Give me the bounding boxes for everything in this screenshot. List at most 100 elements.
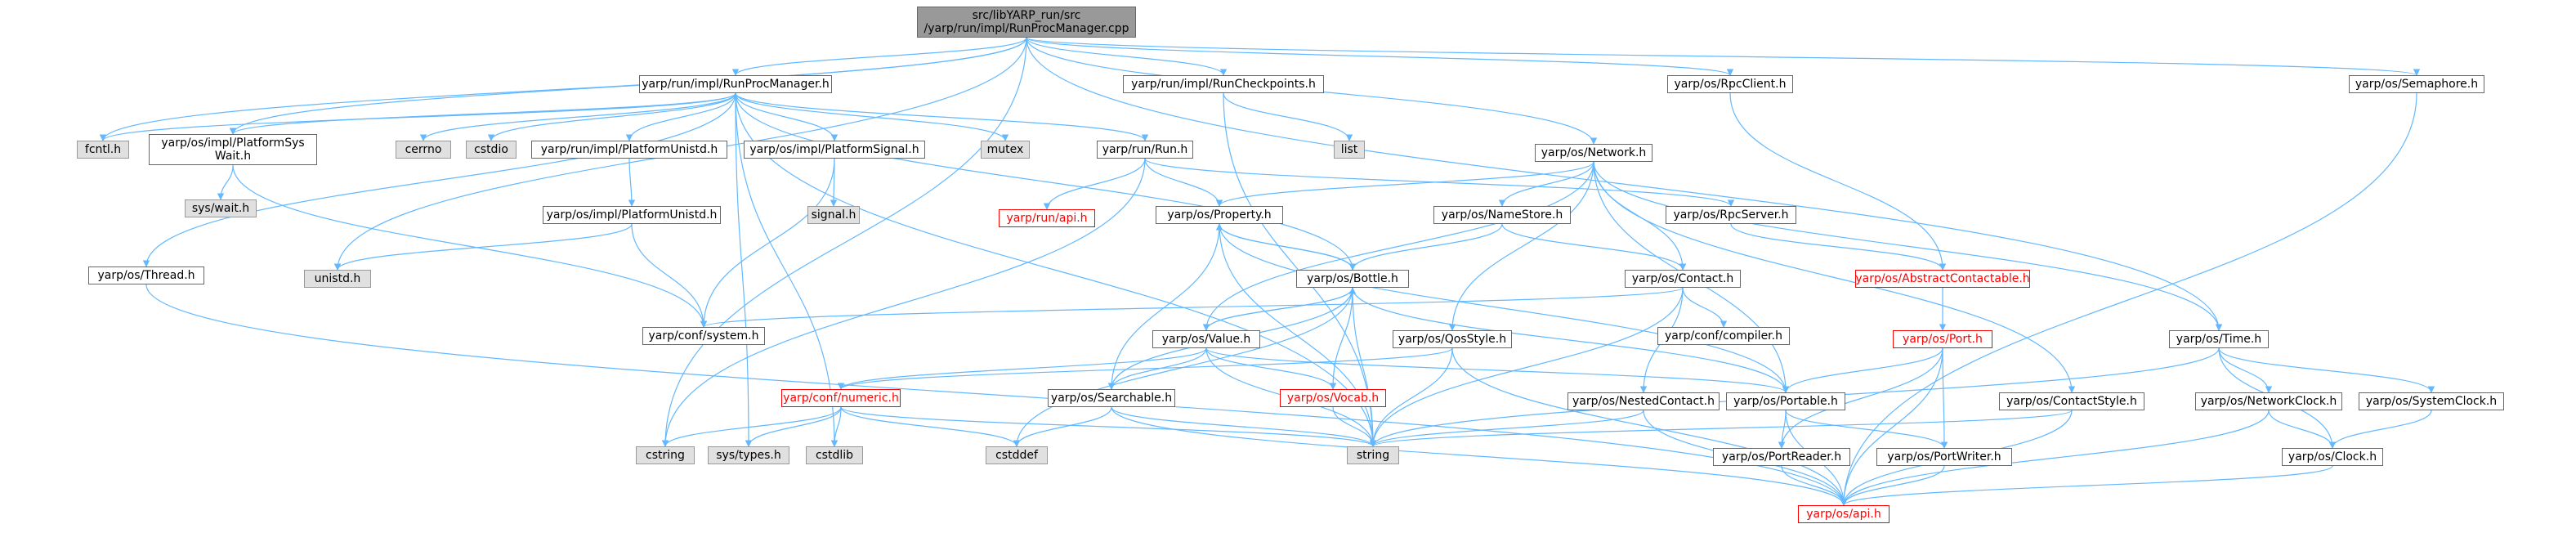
edge-searchable-to-string [1111, 406, 1377, 447]
node-sys-wait-h[interactable]: sys/wait.h [185, 199, 257, 217]
edge-port-to-portreader [1778, 347, 1943, 449]
node-run-api-h[interactable]: yarp/run/api.h [999, 209, 1095, 227]
node-os-qosstyle-h[interactable]: yarp/os/QosStyle.h [1393, 330, 1512, 348]
node-os-value-h[interactable]: yarp/os/Value.h [1152, 330, 1260, 348]
edge-platformsignal-to-system [700, 158, 835, 328]
node-os-vocab-h[interactable]: yarp/os/Vocab.h [1280, 389, 1386, 407]
edge-namestore-to-bottle [1348, 223, 1503, 271]
node-conf-system-h[interactable]: yarp/conf/system.h [642, 327, 765, 345]
node-os-contactstyle-h[interactable]: yarp/os/ContactStyle.h [1999, 392, 2144, 410]
edge-root-to-fcntl [99, 37, 1027, 141]
node-os-nestedcontact-h[interactable]: yarp/os/NestedContact.h [1568, 392, 1720, 410]
node-runprocmanager-cpp[interactable]: src/libYARP_run/src/yarp/run/impl/RunPro… [917, 7, 1136, 38]
node-unistd-h[interactable]: unistd.h [304, 270, 371, 288]
edge-numeric-to-cstddef [840, 406, 1021, 447]
node-os-thread-h[interactable]: yarp/os/Thread.h [88, 266, 204, 284]
edge-contactstyle-to-string [1370, 410, 2073, 447]
node-string[interactable]: string [1347, 446, 1399, 464]
node-os-systemclock-h[interactable]: yarp/os/SystemClock.h [2359, 392, 2504, 410]
edge-time-to-networkclock [2218, 347, 2273, 393]
node-os-clock-h[interactable]: yarp/os/Clock.h [2282, 448, 2383, 466]
node-os-searchable-h[interactable]: yarp/os/Searchable.h [1048, 389, 1175, 407]
edge-contact-to-compiler [1682, 287, 1728, 328]
node-conf-numeric-h[interactable]: yarp/conf/numeric.h [781, 389, 901, 407]
node-os-property-h[interactable]: yarp/os/Property.h [1156, 206, 1283, 224]
edge-platformsyswait-to-syswait [217, 164, 234, 200]
edge-root-to-rpcclient [1026, 37, 1733, 76]
edge-semaphore-to-api [1840, 92, 2417, 506]
edge-platformunistd_os-to-unistd [333, 223, 633, 271]
edge-bottle-to-property [1215, 223, 1353, 271]
edge-numeric-to-systypes [745, 406, 842, 447]
node-os-rpcclient-h[interactable]: yarp/os/RpcClient.h [1667, 75, 1793, 93]
node-sys-types-h[interactable]: sys/types.h [708, 446, 789, 464]
edge-runprocmanager-to-platformunistd_run [625, 92, 736, 141]
node-os-namestore-h[interactable]: yarp/os/NameStore.h [1433, 206, 1571, 224]
node-run-platformunistd-h[interactable]: yarp/run/impl/PlatformUnistd.h [531, 141, 727, 159]
edge-platformunistd_os-to-system [631, 223, 708, 328]
edge-runprocmanager-to-thread [142, 92, 736, 267]
edge-runprocmanager-to-systypes [735, 92, 753, 447]
edge-runprocmanager-to-platformsyswait [229, 92, 736, 135]
edge-portable-to-portreader [1778, 410, 1787, 449]
node-os-network-h[interactable]: yarp/os/Network.h [1535, 144, 1652, 162]
edge-clock-to-api [1840, 465, 2333, 506]
node-fcntl-h[interactable]: fcntl.h [77, 141, 129, 159]
edge-numeric-to-cstdlib [830, 406, 842, 447]
edge-qosstyle-to-string [1369, 347, 1453, 447]
edge-systemclock-to-clock [2328, 410, 2432, 449]
edge-root-to-time [1026, 37, 2223, 331]
node-run-runprocmanager-h[interactable]: yarp/run/impl/RunProcManager.h [639, 75, 832, 93]
edge-runprocmanager-to-cerrno [419, 92, 736, 141]
edge-bottle-to-vocab [1329, 287, 1353, 390]
node-os-api-h[interactable]: yarp/os/api.h [1798, 505, 1890, 523]
edge-networkclock-to-api [1840, 410, 2270, 506]
edge-network-to-namestore [1498, 161, 1594, 207]
node-os-bottle-h[interactable]: yarp/os/Bottle.h [1296, 270, 1409, 288]
edge-property-to-searchable [1107, 223, 1220, 390]
edge-runprocmanager-to-platformsignal [735, 92, 839, 141]
node-cstring[interactable]: cstring [636, 446, 695, 464]
edge-portable-to-portwriter [1785, 410, 1948, 449]
edge-network-to-contactstyle [1593, 161, 2076, 393]
edge-value-to-numeric [837, 347, 1207, 390]
edge-root-to-semaphore [1026, 37, 2420, 76]
edge-value-to-portable [1205, 347, 1790, 393]
node-os-networkclock-h[interactable]: yarp/os/NetworkClock.h [2195, 392, 2342, 410]
edge-value-to-vocab [1205, 347, 1337, 390]
node-os-abstractcontactable-h[interactable]: yarp/os/AbstractContactable.h [1855, 270, 2030, 288]
edge-run-to-runapi [1043, 158, 1146, 210]
edge-port-to-api [1840, 347, 1943, 506]
node-cerrno[interactable]: cerrno [396, 141, 451, 159]
node-mutex[interactable]: mutex [981, 141, 1030, 159]
node-run-runcheckpoints-h[interactable]: yarp/run/impl/RunCheckpoints.h [1123, 75, 1324, 93]
node-os-time-h[interactable]: yarp/os/Time.h [2169, 330, 2269, 348]
node-list[interactable]: list [1334, 141, 1365, 159]
node-os-contact-h[interactable]: yarp/os/Contact.h [1625, 270, 1741, 288]
node-conf-compiler-h[interactable]: yarp/conf/compiler.h [1657, 327, 1790, 345]
node-run-run-h[interactable]: yarp/run/Run.h [1097, 141, 1193, 159]
node-os-portable-h[interactable]: yarp/os/Portable.h [1726, 392, 1845, 410]
edge-runprocmanager-to-run [735, 92, 1149, 141]
edge-rpcserver-to-abstractcontactable [1730, 223, 1947, 271]
edge-nestedcontact-to-string [1369, 410, 1644, 447]
node-os-platformunistd-h[interactable]: yarp/os/impl/PlatformUnistd.h [543, 206, 721, 224]
node-os-semaphore-h[interactable]: yarp/os/Semaphore.h [2349, 75, 2484, 93]
node-os-port-h[interactable]: yarp/os/Port.h [1893, 330, 1992, 348]
edge-platformsyswait-to-system [232, 164, 708, 328]
node-cstddef[interactable]: cstddef [986, 446, 1048, 464]
node-signal-h[interactable]: signal.h [807, 206, 860, 224]
edge-bottle-to-portable [1352, 287, 1790, 393]
node-cstdlib[interactable]: cstdlib [806, 446, 863, 464]
node-os-portwriter-h[interactable]: yarp/os/PortWriter.h [1876, 448, 2012, 466]
edge-contact-to-string [1369, 287, 1684, 447]
edge-qosstyle-to-api [1451, 347, 1848, 506]
edge-network-to-time [1593, 161, 2223, 331]
edge-value-to-bottle [1205, 287, 1357, 331]
node-os-platformsignal-h[interactable]: yarp/os/impl/PlatformSignal.h [744, 141, 925, 159]
node-cstdio[interactable]: cstdio [466, 141, 517, 159]
node-os-rpcserver-h[interactable]: yarp/os/RpcServer.h [1666, 206, 1796, 224]
node-os-portreader-h[interactable]: yarp/os/PortReader.h [1713, 448, 1850, 466]
